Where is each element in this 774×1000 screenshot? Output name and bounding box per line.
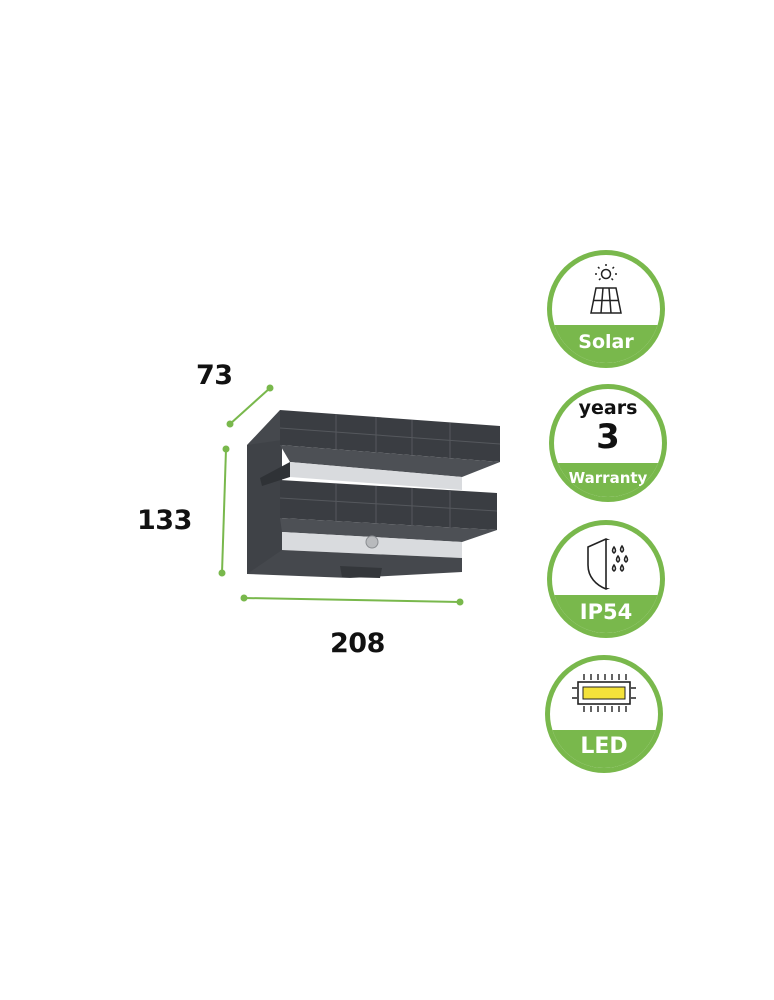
depth-dimension-line [229,387,271,425]
warranty-badge: years 3 Warranty [549,384,667,502]
solar-badge: Solar [547,250,665,368]
height-dimension-line [221,448,227,574]
warranty-label: Warranty [554,463,662,497]
led-chip-icon [572,674,636,712]
warranty-years-label: years [578,397,638,419]
width-dimension-line [243,597,461,603]
ip54-badge: IP54 [547,520,665,638]
ip54-label: IP54 [552,595,660,633]
depth-dimension-label: 73 [196,360,233,391]
solar-label: Solar [552,325,660,363]
solar-wall-lamp [247,410,501,578]
warranty-years-number: 3 [596,417,620,457]
shield-water-drops-icon [587,538,629,590]
width-dimension-label: 208 [330,628,385,659]
led-label: LED [550,730,658,768]
solar-panel-sun-icon [590,264,622,314]
led-badge: LED [545,655,663,773]
height-dimension-label: 133 [137,505,192,536]
dimension-lines [218,384,464,606]
